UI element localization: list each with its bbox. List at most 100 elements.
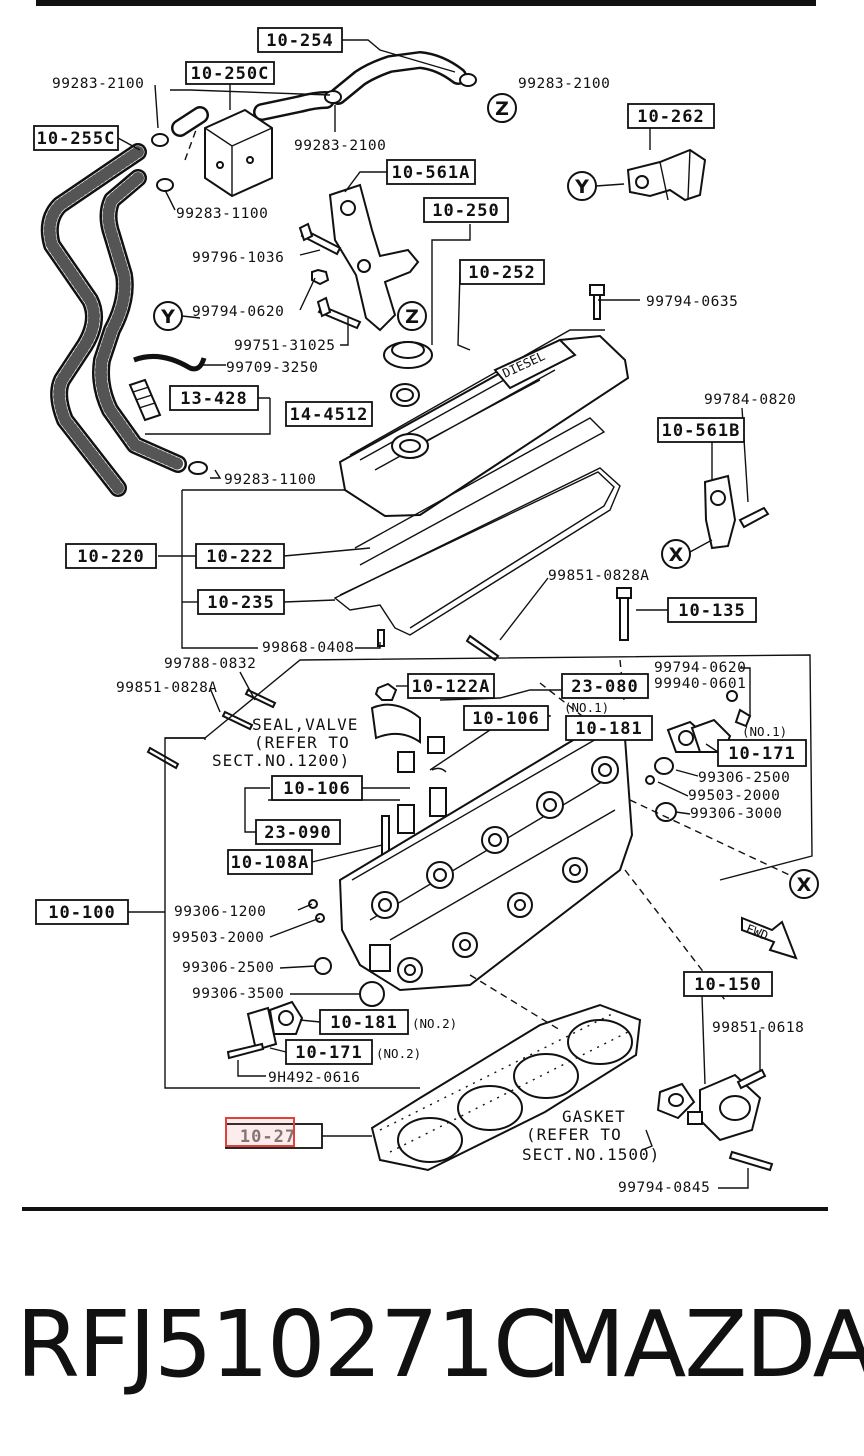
ref-x-lower bbox=[789, 869, 819, 899]
num-99940-0601: 99940-0601 bbox=[654, 676, 746, 692]
note-no1-top: (NO.1) bbox=[564, 700, 609, 715]
cylinder-head-10-100 bbox=[338, 728, 634, 992]
ref-y-right-letter: Y bbox=[574, 176, 589, 198]
hose-10-254 bbox=[329, 51, 467, 105]
seal-valve-line2: (REFER TO bbox=[254, 733, 350, 752]
num-99851-0618: 99851-0618 bbox=[712, 1020, 804, 1036]
gasket-line2: (REFER TO bbox=[526, 1125, 622, 1144]
num-99306-2500-a: 99306-2500 bbox=[698, 770, 790, 786]
label-10-220: 10-220 bbox=[77, 547, 144, 567]
ref-y-left-letter: Y bbox=[160, 306, 175, 328]
valve-train-parts bbox=[370, 682, 447, 872]
num-99503-2000-b: 99503-2000 bbox=[172, 930, 264, 946]
num-99868-0408: 99868-0408 bbox=[262, 640, 354, 656]
num-99283-2100-c: 99283-2100 bbox=[294, 138, 386, 154]
cylinder-head-cover-10-222: DIESEL bbox=[338, 329, 630, 518]
label-10-106-top: 10-106 bbox=[472, 709, 539, 729]
ref-z-mid-letter: Z bbox=[405, 306, 419, 328]
ref-x-upper bbox=[661, 539, 691, 569]
label-10-100: 10-100 bbox=[48, 903, 115, 923]
cover-seal-line bbox=[354, 417, 606, 566]
num-99306-3500: 99306-3500 bbox=[192, 986, 284, 1002]
ref-x-upper-letter: X bbox=[669, 544, 684, 566]
bracket-10-262 bbox=[626, 148, 707, 202]
num-99851-0828a-a: 99851-0828A bbox=[548, 568, 650, 584]
label-10-171-no2: 10-171 bbox=[295, 1043, 362, 1063]
bolt-99794-0635 bbox=[589, 284, 605, 320]
plates-no2 bbox=[226, 1000, 304, 1060]
label-10-135: 10-135 bbox=[678, 601, 745, 621]
reference-circles: Z Z Y Y X X bbox=[153, 93, 819, 899]
hose-separator-link bbox=[171, 91, 335, 137]
oil-separator-10-250c bbox=[204, 108, 273, 198]
num-9h492-0616: 9H492-0616 bbox=[268, 1070, 360, 1086]
top-rule bbox=[36, 0, 816, 6]
seal-valve-line3: SECT.NO.1200) bbox=[212, 751, 350, 770]
label-14-4512: 14-4512 bbox=[290, 405, 369, 425]
label-10-271: 10-27 bbox=[240, 1127, 296, 1147]
part-boxes: 10-254 10-250C 10-255C 10-561A 10-250 10… bbox=[33, 27, 807, 1149]
plates-no1 bbox=[666, 690, 752, 753]
footer-brand: MAZDA bbox=[546, 1291, 864, 1398]
label-10-106-bottom: 10-106 bbox=[283, 779, 350, 799]
studs bbox=[146, 629, 500, 770]
oil-filler-cap bbox=[383, 341, 433, 407]
label-23-090: 23-090 bbox=[264, 823, 331, 843]
label-10-255c: 10-255C bbox=[37, 129, 116, 149]
label-10-171-no1: 10-171 bbox=[728, 744, 795, 764]
bracket-10-561a bbox=[328, 183, 420, 332]
num-99851-0828a-b: 99851-0828A bbox=[116, 680, 218, 696]
num-99283-2100-a: 99283-2100 bbox=[52, 76, 144, 92]
label-10-181-no2: 10-181 bbox=[330, 1013, 397, 1033]
label-13-428: 13-428 bbox=[180, 389, 247, 409]
note-no2-181: (NO.2) bbox=[412, 1016, 457, 1031]
seal-valve-line1: SEAL,VALVE bbox=[252, 715, 358, 734]
label-10-561b: 10-561B bbox=[662, 421, 741, 441]
label-10-108a: 10-108A bbox=[231, 853, 310, 873]
label-10-262: 10-262 bbox=[637, 107, 704, 127]
bolt-10-135 bbox=[616, 587, 632, 641]
label-10-252: 10-252 bbox=[468, 263, 535, 283]
hose-clamps bbox=[151, 73, 477, 475]
cover-gasket-10-235 bbox=[333, 467, 621, 636]
thermostat-housing-10-150 bbox=[656, 1068, 774, 1172]
num-99796-1036: 99796-1036 bbox=[192, 250, 284, 266]
head-gasket-10-271 bbox=[370, 1003, 642, 1172]
parts-diagram: DIESEL bbox=[22, 0, 828, 1211]
ref-z-top-letter: Z bbox=[495, 98, 509, 120]
num-99503-2000-a: 99503-2000 bbox=[688, 788, 780, 804]
footer-part-number: RFJ510271C bbox=[16, 1291, 557, 1398]
gasket-line1: GASKET bbox=[562, 1107, 626, 1126]
num-99794-0635: 99794-0635 bbox=[646, 294, 738, 310]
hose-second bbox=[92, 169, 187, 473]
num-99283-1100-b: 99283-1100 bbox=[224, 472, 316, 488]
hose-10-255c bbox=[40, 143, 147, 497]
label-10-250: 10-250 bbox=[432, 201, 499, 221]
bottom-rule bbox=[22, 1207, 828, 1211]
bracket-bolts bbox=[298, 222, 362, 330]
num-99283-2100-b: 99283-2100 bbox=[518, 76, 610, 92]
label-10-254: 10-254 bbox=[266, 31, 333, 51]
num-99283-1100-a: 99283-1100 bbox=[176, 206, 268, 222]
fastener-labels: 99283-2100 99283-2100 99283-2100 99283-1… bbox=[52, 76, 804, 1196]
num-99788-0832: 99788-0832 bbox=[164, 656, 256, 672]
label-10-150: 10-150 bbox=[694, 975, 761, 995]
gasket-line3: SECT.NO.1500) bbox=[522, 1145, 660, 1164]
footer-caption: RFJ510271C MAZDA bbox=[0, 1290, 864, 1410]
num-99794-0620-b: 99794-0620 bbox=[654, 660, 746, 676]
label-10-235: 10-235 bbox=[207, 593, 274, 613]
ref-x-lower-letter: X bbox=[797, 874, 812, 896]
num-99751-31025: 99751-31025 bbox=[234, 338, 336, 354]
label-10-250c: 10-250C bbox=[191, 64, 270, 84]
num-99794-0620-a: 99794-0620 bbox=[192, 304, 284, 320]
bracket-10-561b bbox=[703, 474, 770, 550]
num-99794-0845: 99794-0845 bbox=[618, 1180, 710, 1196]
highlight-box bbox=[225, 1117, 295, 1147]
label-23-080: 23-080 bbox=[571, 677, 638, 697]
ref-z-top bbox=[487, 93, 517, 123]
note-no2-171: (NO.2) bbox=[376, 1046, 421, 1061]
ref-z-mid bbox=[397, 301, 427, 331]
note-no1-right: (NO.1) bbox=[742, 724, 787, 739]
notes: (NO.1) (NO.1) (NO.2) (NO.2) SEAL,VALVE (… bbox=[212, 700, 787, 1164]
fwd-arrow: FWD bbox=[741, 916, 798, 960]
